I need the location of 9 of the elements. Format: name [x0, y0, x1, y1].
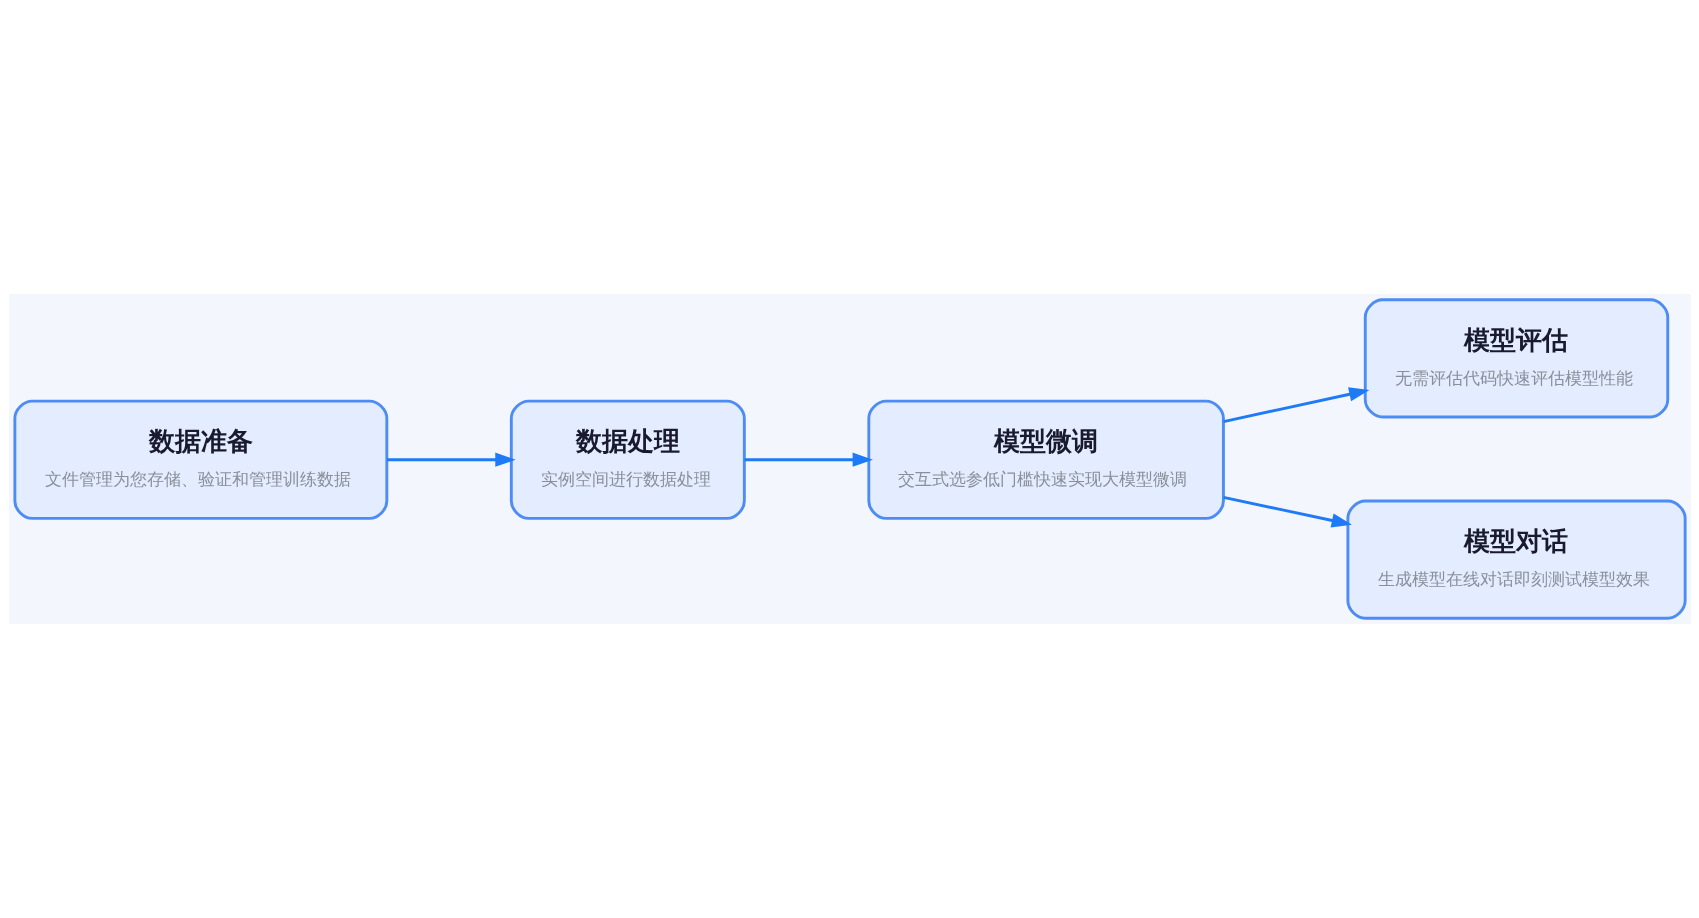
node-box: 模型评估 无需评估代码快速评估模型性能: [1363, 298, 1669, 419]
arrow: [386, 452, 516, 467]
node-box: 模型微调 交互式选参低门槛快速实现大模型微调: [866, 399, 1225, 520]
arrow: [1222, 387, 1369, 423]
arrow: [1222, 495, 1352, 528]
node-box: 数据准备 文件管理为您存储、验证和管理训练数据: [12, 399, 388, 520]
node-box: 数据处理 实例空间进行数据处理: [509, 399, 746, 520]
node-box: 模型对话 生成模型在线对话即刻测试模型效果: [1345, 499, 1687, 620]
arrow: [743, 452, 873, 467]
